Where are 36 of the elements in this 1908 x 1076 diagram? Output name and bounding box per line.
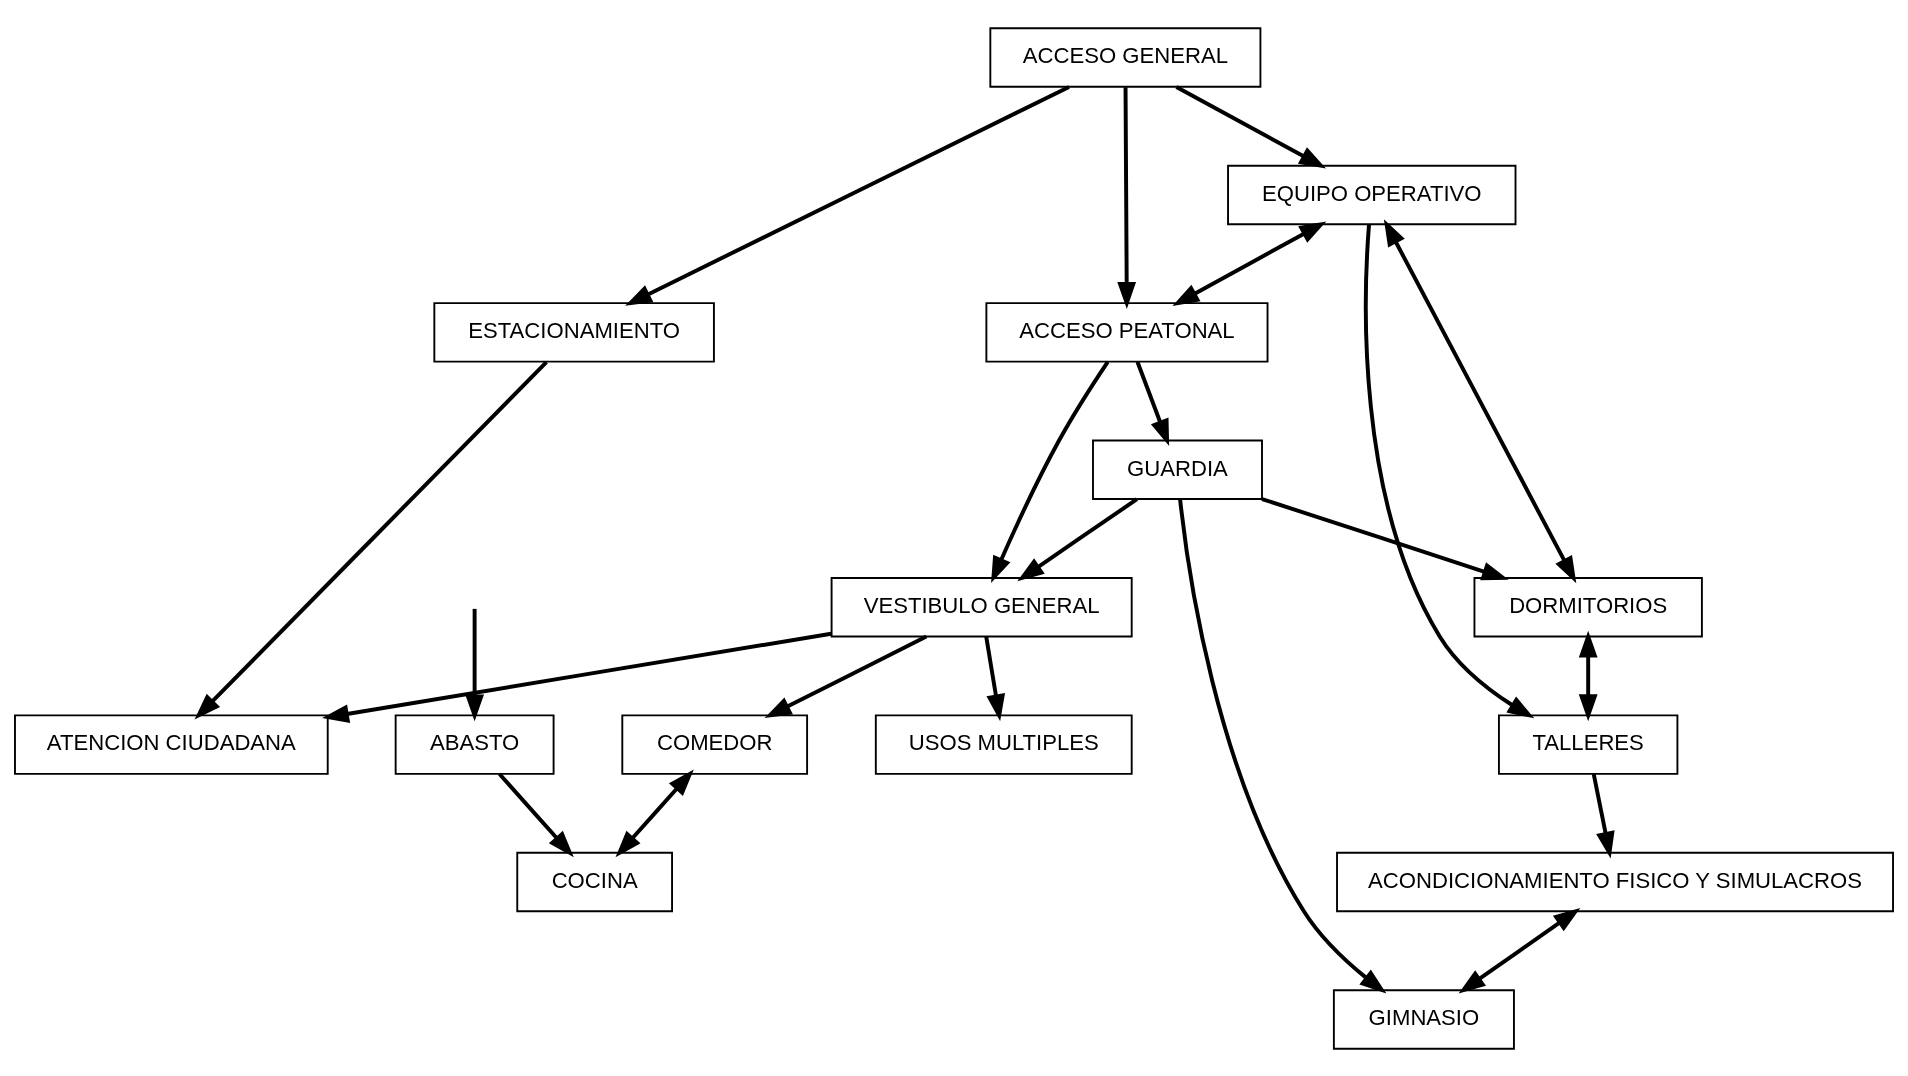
node-box: ACCESO GENERAL (989, 26, 1262, 88)
node-box: ABASTO (394, 713, 555, 775)
node-box: COMEDOR (621, 713, 809, 775)
arrow (1117, 86, 1137, 309)
arrow (498, 772, 574, 857)
arrow (1172, 220, 1327, 306)
node-box: COCINA (516, 851, 673, 912)
arrow (615, 769, 694, 857)
arrow (764, 634, 928, 718)
node-box: GIMNASIO (1332, 988, 1515, 1050)
arrow (1383, 218, 1577, 583)
arrow (984, 635, 1006, 721)
arrow (991, 360, 1110, 583)
node-box: GUARDIA (1092, 439, 1263, 500)
arrow (1261, 496, 1509, 580)
arrow (625, 84, 1070, 306)
arrow (1135, 360, 1170, 446)
node-box: USOS MULTIPLES (874, 713, 1133, 775)
node-box: TALLERES (1498, 713, 1679, 775)
node-box: ESTACIONAMIENTO (433, 301, 715, 363)
arrow (194, 360, 548, 720)
arrow (1017, 497, 1139, 581)
arrow (1591, 773, 1615, 859)
arrow (1175, 84, 1327, 168)
node-box: ATENCION CIUDADANA (14, 713, 329, 775)
arrow (1178, 498, 1387, 993)
node-box: DORMITORIOS (1473, 576, 1703, 637)
node-box: VESTIBULO GENERAL (830, 576, 1133, 637)
node-box: ACCESO PEATONAL (985, 301, 1269, 363)
arrow (1363, 223, 1535, 718)
arrow (465, 608, 485, 721)
arrow (1458, 907, 1581, 994)
node-box: ACONDICIONAMIENTO FISICO Y SIMULACROS (1336, 851, 1894, 912)
arrow (1578, 630, 1598, 721)
arrow (322, 631, 832, 723)
node-box: EQUIPO OPERATIVO (1227, 164, 1517, 225)
